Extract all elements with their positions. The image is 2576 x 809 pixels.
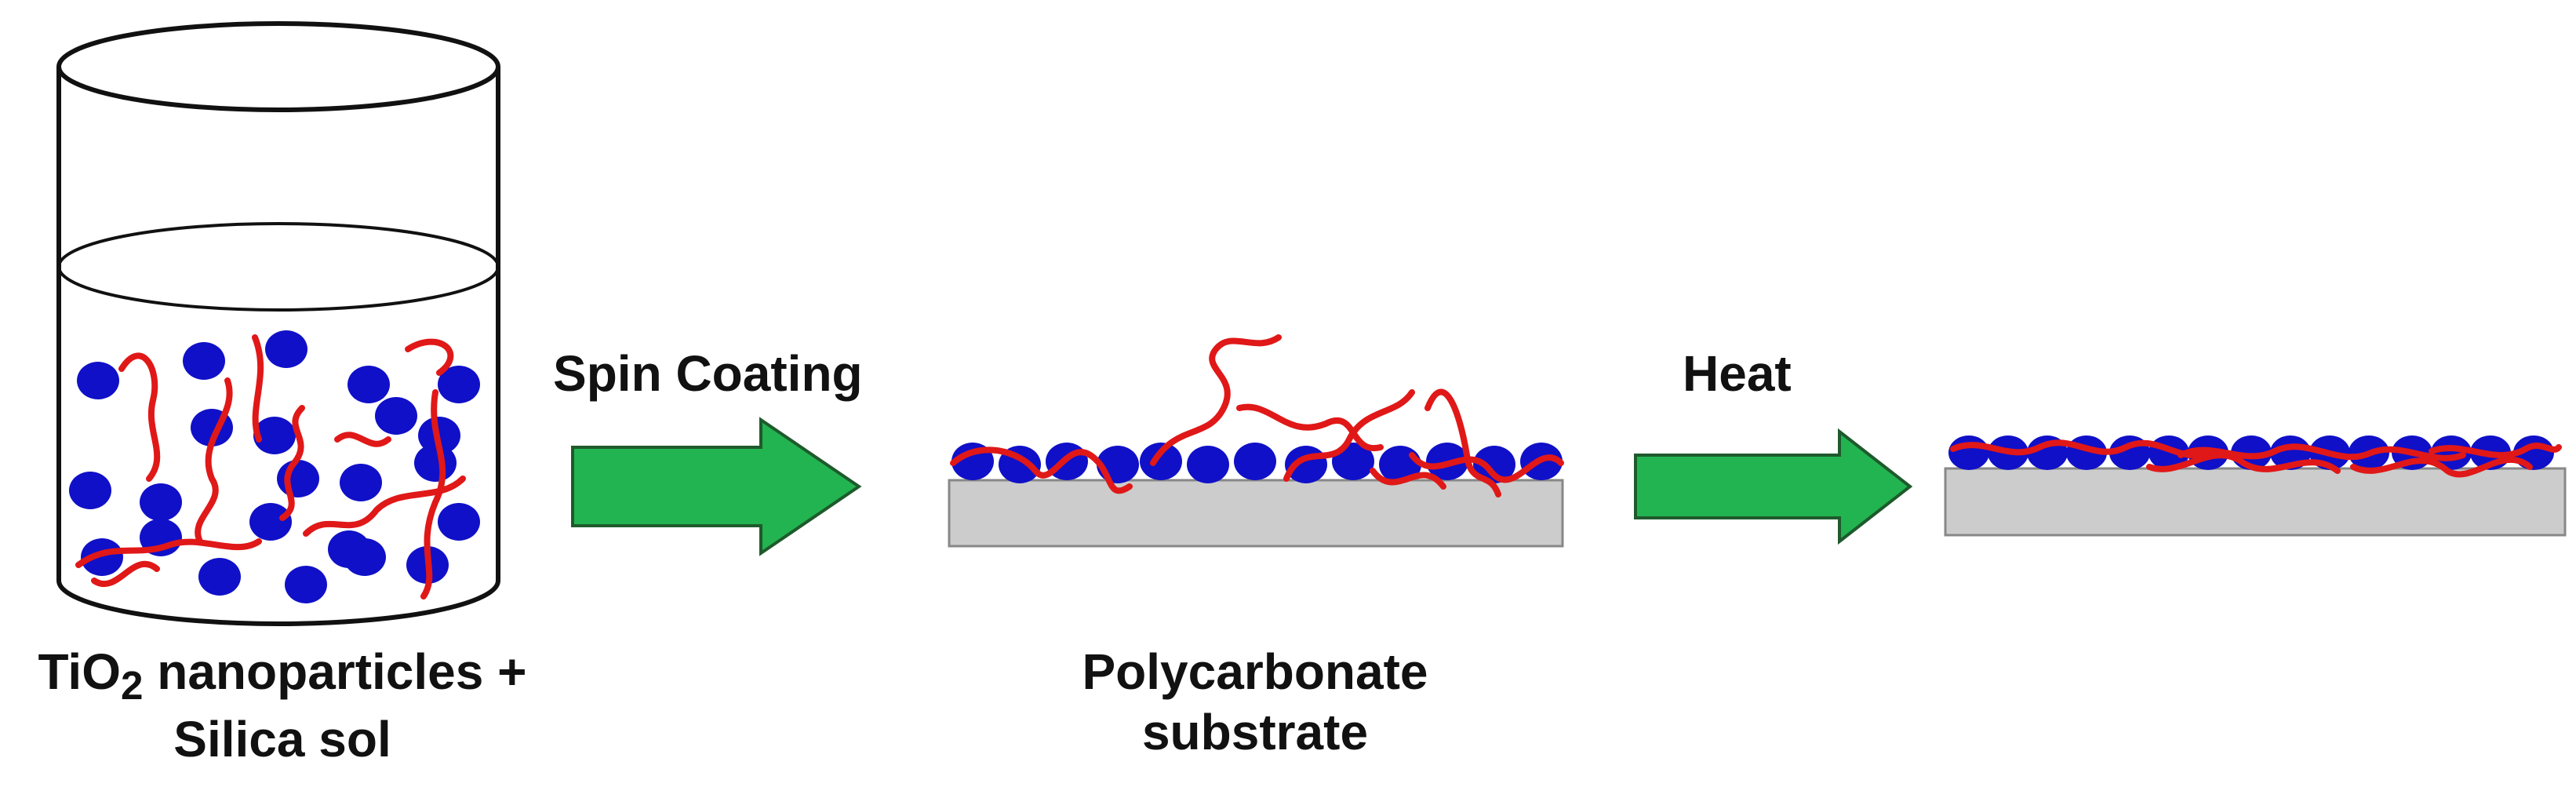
heated-film [1944,435,2567,537]
beaker [56,21,500,626]
nanoparticle [69,472,111,509]
nanoparticle [2431,435,2472,470]
nanoparticle [285,566,327,603]
heat-arrow [1634,428,1913,545]
silica-chain [950,446,1133,494]
nanoparticle [1140,443,1182,480]
heat-label: Heat [1683,345,1792,402]
nanoparticle [414,444,457,482]
beaker-chains [75,334,466,599]
nanoparticle [1948,435,1989,470]
silica-chain [1283,389,1415,482]
film-chains [1950,439,2562,478]
silica-chain [91,560,160,588]
nanoparticle [340,464,382,501]
nanoparticle [1473,446,1515,483]
silica-chain [1236,403,1384,452]
nanoparticle [183,342,225,380]
substrate-caption-line2: substrate [1141,703,1369,760]
coated-substrate [948,334,1564,548]
substrate-caption: Polycarbonate substrate [981,642,1530,763]
silica-chain [2146,452,2341,474]
silica-chain [252,334,264,443]
beaker-rim [56,21,500,112]
nanoparticle [249,503,292,541]
silica-chain [1370,468,1446,490]
spin-coating-label: Spin Coating [553,345,863,402]
nanoparticle [198,558,241,596]
silica-chain [2350,456,2533,478]
nanoparticle [277,460,319,497]
silica-chain [303,476,466,537]
nanoparticle [81,538,123,576]
silica-chain [195,377,233,545]
nanoparticle [347,366,390,403]
nanoparticle [140,483,182,521]
nanoparticle [375,397,417,435]
nanoparticle [253,417,296,454]
beaker-caption-line2: Silica sol [173,711,391,768]
silica-chain [1950,439,2215,459]
beaker-liquid-surface [57,222,500,312]
nanoparticle [344,538,386,576]
beaker-body [56,67,500,626]
beaker-caption: TiO2 nanoparticles + Silica sol [0,642,565,770]
silica-chain [279,405,305,521]
beaker-caption-line1: TiO2 nanoparticles + [38,643,527,708]
heated-substrate [1944,467,2567,537]
silica-chain [420,389,446,599]
silica-chain [334,432,391,447]
silica-chain [118,352,161,482]
silica-chain [405,338,454,376]
substrate-caption-line1: Polycarbonate [1082,643,1428,700]
nanoparticle [438,503,480,541]
silica-chain [75,538,262,568]
nanoparticle [1234,443,1276,480]
silica-chain [1150,334,1282,466]
beaker-particles [69,330,480,603]
silica-chain [2429,443,2562,459]
spin-coating-arrow [571,417,862,556]
nanoparticle [265,330,307,368]
substrate-chains [950,334,1564,497]
silica-chain [1424,388,1501,497]
nanoparticle [77,362,119,399]
nanoparticle [1187,446,1229,483]
polycarbonate-substrate [948,479,1564,548]
nanoparticle [438,366,480,403]
silica-chain [1409,452,1564,483]
